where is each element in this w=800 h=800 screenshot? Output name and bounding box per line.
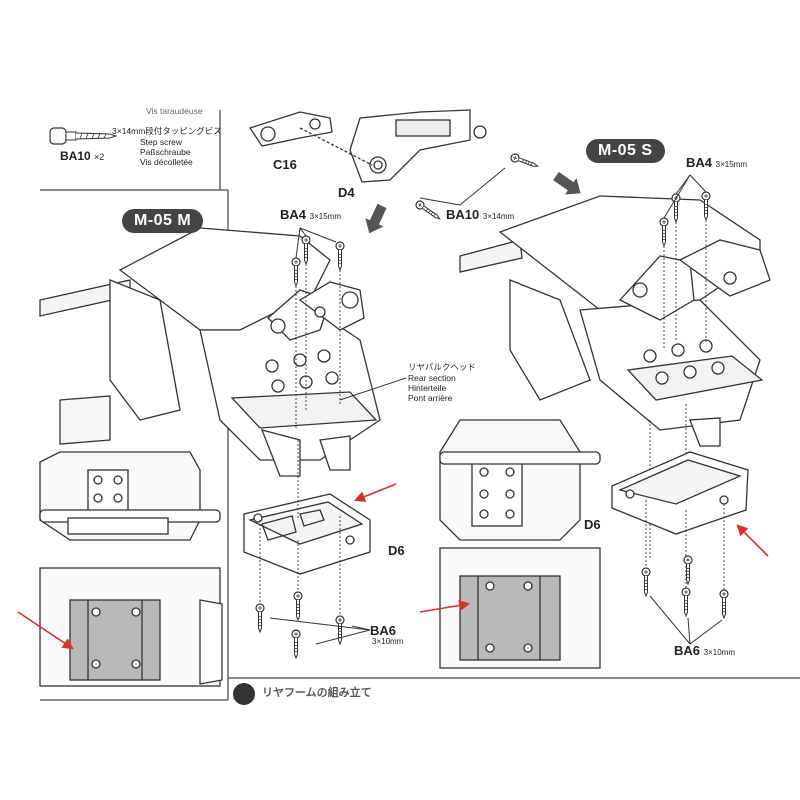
- left-d6-plate: [243, 493, 371, 575]
- rear-section-line-2: Rear section: [408, 373, 456, 383]
- red-arrow-left-plate: [353, 483, 397, 502]
- step-number-icon: [233, 683, 255, 705]
- right-d6-plate: [611, 451, 749, 535]
- step-screw-icon: [49, 127, 118, 145]
- ba10-note-line-3: Paßschraube: [140, 147, 191, 157]
- left-ba6-label: BA6: [370, 623, 397, 638]
- right-ba4-size: 3×15mm: [715, 160, 747, 169]
- c16-label: C16: [273, 157, 297, 172]
- ba10-quantity: ×2: [94, 152, 105, 162]
- red-arrow-right-plate: [736, 524, 769, 557]
- right-ba4-leaders: [663, 174, 707, 219]
- left-rear-view-top: [39, 451, 221, 541]
- rear-section-leader: [339, 377, 407, 401]
- rear-section-line-1: リヤバルクヘッド: [408, 362, 476, 372]
- footer-step-title: リヤフームの組み立て: [262, 687, 372, 699]
- d4-label: D4: [338, 185, 355, 200]
- left-chassis: [39, 227, 381, 477]
- flow-arrow-left: [365, 203, 387, 234]
- right-ba4-code: BA4: [686, 155, 713, 170]
- ba10-note-line-1: 3×14mm段付タッピングビス: [112, 126, 222, 136]
- left-ba6-leaders: [269, 617, 371, 645]
- red-arrow-right-bottom: [419, 599, 471, 613]
- left-rear-view-bottom: [39, 567, 223, 687]
- ba10-top-code: BA10: [446, 207, 480, 222]
- ba10-note-label: BA10 ×2: [60, 150, 104, 162]
- right-ba6-size: 3×10mm: [703, 648, 735, 657]
- top-arm-assembly: [248, 109, 487, 183]
- right-model-badge: M-05 S: [586, 139, 665, 163]
- right-rear-view-bottom: [439, 547, 601, 669]
- rear-section-line-3: Hinterteile: [408, 383, 447, 393]
- flow-arrow-right: [553, 171, 581, 195]
- right-ba4-label: BA4 3×15mm: [686, 156, 747, 169]
- left-ba4-label: BA4 3×15mm: [280, 208, 341, 221]
- red-arrow-left-bottom: [17, 611, 74, 650]
- left-ba6-size: 3×10mm: [372, 637, 404, 646]
- ba10-note-line-4: Vis décolletée: [140, 157, 193, 167]
- ba10-top-size: 3×14mm: [482, 212, 515, 221]
- right-ba6-label: BA6 3×10mm: [674, 644, 735, 657]
- left-model-badge: M-05 M: [122, 209, 204, 233]
- right-d6-label: D6: [584, 517, 601, 532]
- right-rear-view-top: [439, 419, 601, 541]
- left-ba4-code: BA4: [280, 207, 307, 222]
- rear-section-line-4: Pont arrière: [408, 393, 453, 403]
- right-chassis: [459, 195, 771, 447]
- right-ba6-leaders: [649, 595, 723, 645]
- left-ba4-leaders: [295, 227, 337, 259]
- right-ba6-code: BA6: [674, 643, 701, 658]
- clipped-note-line: Vis taraudeuse: [146, 106, 203, 116]
- ba10-note-line-2: Step screw: [140, 137, 183, 147]
- left-d6-label: D6: [388, 543, 405, 558]
- left-ba4-size: 3×15mm: [309, 212, 341, 221]
- ba10-part-code: BA10: [60, 149, 91, 163]
- ba10-top-label: BA10 3×14mm: [446, 208, 514, 221]
